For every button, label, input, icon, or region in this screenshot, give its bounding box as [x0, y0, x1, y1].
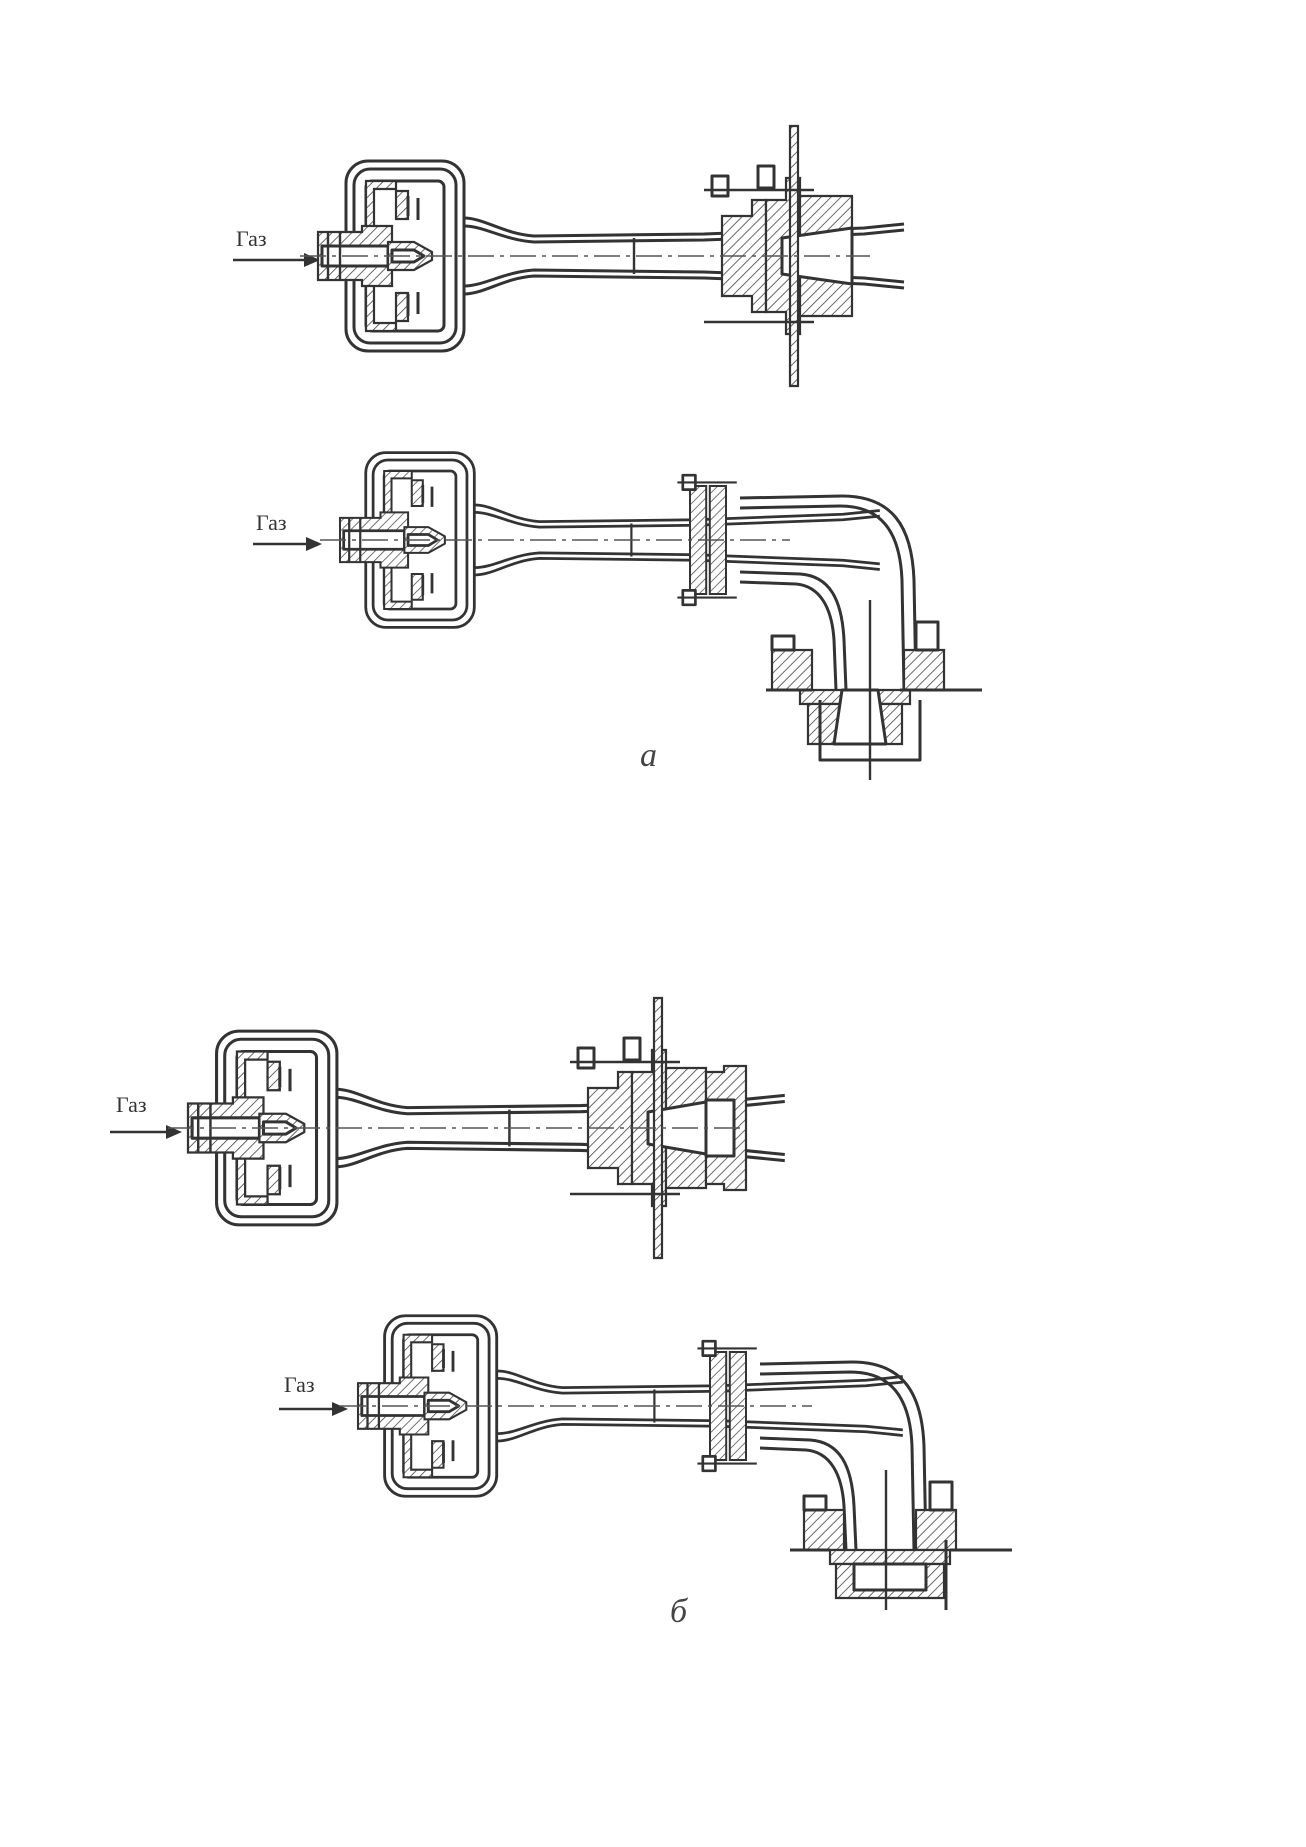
figure-caption-a: а	[640, 737, 657, 774]
elbow-pipe-4	[759, 1360, 1012, 1610]
gas-inlet-label-1: Газ	[236, 226, 267, 251]
elbow-pipe-2	[739, 494, 982, 780]
figure-caption-b: б	[670, 1593, 689, 1630]
gas-inlet-label-4: Газ	[284, 1372, 315, 1397]
gas-inlet-label-3: Газ	[116, 1092, 147, 1117]
gas-arrow-1	[233, 253, 320, 267]
figure-a-drawing-1: Газ	[233, 124, 906, 388]
figure-b-drawing-1: Газ	[110, 996, 787, 1260]
gas-arrow-4	[279, 1402, 348, 1416]
figure-b-drawing-2: Газ б	[279, 1314, 1012, 1630]
gas-inlet-label-2: Газ	[256, 510, 287, 535]
gas-arrow-2	[253, 537, 322, 551]
figure-a-drawing-2: Газ а	[253, 451, 982, 780]
gas-arrow-3	[110, 1125, 182, 1139]
